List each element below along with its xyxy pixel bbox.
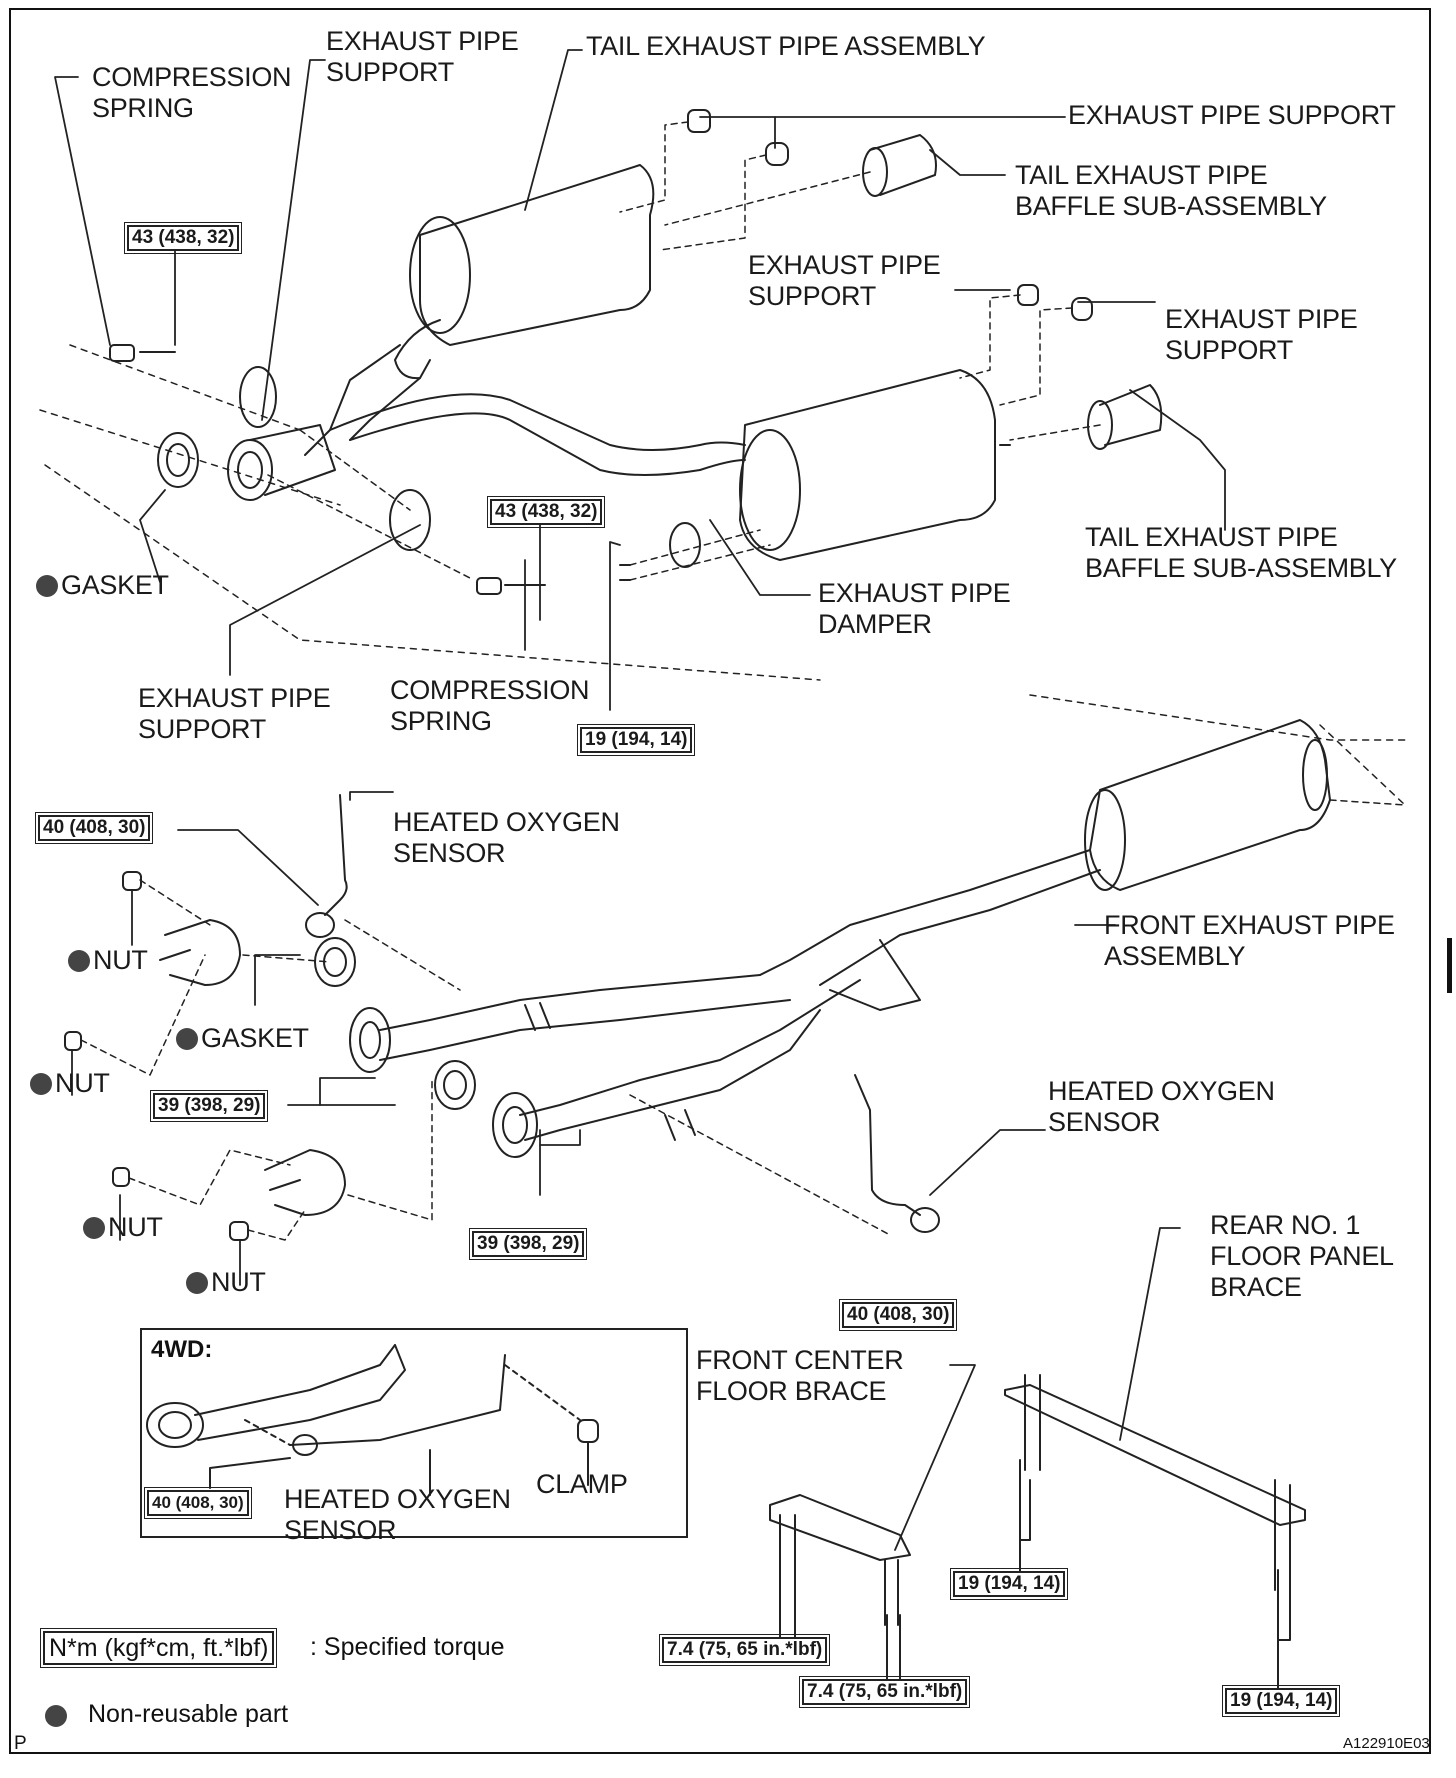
- label-tail-baffle-sub-assembly: TAIL EXHAUST PIPE BAFFLE SUB-ASSEMBLY: [1085, 522, 1397, 583]
- rear-floor-panel-brace: [1004, 1374, 1306, 1696]
- leader-lines: [54, 49, 1226, 711]
- torque-spec: 40 (408, 30): [144, 1487, 252, 1519]
- tail-baffles: [862, 134, 1163, 450]
- non-reusable-dot-icon: [186, 1272, 208, 1294]
- legend-torque-unit: N*m (kgf*cm, ft.*lbf): [39, 1628, 278, 1668]
- label-front-center-floor-brace: FRONT CENTER FLOOR BRACE: [696, 1345, 904, 1406]
- torque-spec: 7.4 (75, 65 in.*lbf): [798, 1676, 971, 1708]
- torque-spec: 40 (408, 30): [838, 1299, 958, 1331]
- inset-title: 4WD:: [151, 1336, 213, 1363]
- flange-upper: [157, 366, 431, 551]
- label-heated-oxygen-sensor: HEATED OXYGEN SENSOR: [393, 807, 620, 868]
- label-tail-exhaust-pipe-assembly: TAIL EXHAUST PIPE ASSEMBLY: [586, 31, 986, 61]
- label-rear-floor-panel-brace: REAR NO. 1 FLOOR PANEL BRACE: [1210, 1210, 1394, 1302]
- label-front-exhaust-pipe-assembly: FRONT EXHAUST PIPE ASSEMBLY: [1104, 910, 1395, 971]
- front-center-floor-brace: [769, 1494, 911, 1681]
- tail-muffler-upper: [304, 164, 701, 476]
- label-text: NUT: [55, 1068, 110, 1098]
- legend-torque-desc: : Specified torque: [310, 1633, 505, 1661]
- page-edge-mark: [1447, 938, 1452, 993]
- spring-bolts: [109, 344, 631, 595]
- label-text: GASKET: [201, 1023, 309, 1053]
- leader-lines-lower: [71, 791, 1181, 1551]
- tail-muffler-middle: [669, 369, 1011, 568]
- inset-4wd-box: [140, 1328, 688, 1538]
- label-text: NUT: [211, 1267, 266, 1297]
- label-nut: NUT: [30, 1068, 110, 1099]
- non-reusable-dot-icon: [68, 950, 90, 972]
- assembly-guides: [267, 121, 1101, 581]
- torque-spec: 43 (438, 32): [486, 496, 606, 528]
- label-text: NUT: [93, 945, 148, 975]
- figure-id: A122910E03: [1343, 1735, 1430, 1752]
- label-exhaust-pipe-support: EXHAUST PIPE SUPPORT: [1068, 100, 1396, 130]
- label-exhaust-pipe-support: EXHAUST PIPE SUPPORT: [1165, 304, 1358, 365]
- support-rubbers: [687, 109, 1093, 321]
- legend-non-reusable: Non-reusable part: [88, 1700, 289, 1728]
- nut-icons: [64, 871, 249, 1241]
- label-exhaust-pipe-support: EXHAUST PIPE SUPPORT: [138, 683, 331, 744]
- exhaust-manifolds: [159, 919, 346, 1216]
- torque-spec: 19 (194, 14): [1221, 1685, 1341, 1717]
- torque-spec: 39 (398, 29): [149, 1090, 269, 1122]
- label-gasket: GASKET: [36, 570, 169, 601]
- torque-spec: 43 (438, 32): [123, 222, 243, 254]
- label-exhaust-pipe-support: EXHAUST PIPE SUPPORT: [748, 250, 941, 311]
- label-gasket: GASKET: [176, 1023, 309, 1054]
- non-reusable-dot-icon: [176, 1028, 198, 1050]
- non-reusable-dot-icon: [30, 1073, 52, 1095]
- label-compression-spring: COMPRESSION SPRING: [92, 62, 292, 123]
- front-exhaust-pipe: [314, 719, 1331, 1158]
- non-reusable-dot-icon: [83, 1217, 105, 1239]
- label-exhaust-pipe-support: EXHAUST PIPE SUPPORT: [326, 26, 519, 87]
- label-heated-oxygen-sensor: HEATED OXYGEN SENSOR: [1048, 1076, 1275, 1137]
- non-reusable-dot-icon: [36, 575, 58, 597]
- label-nut: NUT: [186, 1267, 266, 1298]
- torque-spec: 19 (194, 14): [949, 1568, 1069, 1600]
- inset-4wd-pipe: [146, 1344, 599, 1496]
- torque-spec: 7.4 (75, 65 in.*lbf): [658, 1634, 831, 1666]
- label-text: NUT: [108, 1212, 163, 1242]
- label-exhaust-pipe-damper: EXHAUST PIPE DAMPER: [818, 578, 1011, 639]
- oxygen-sensors: [305, 794, 940, 1233]
- torque-spec: 40 (408, 30): [34, 812, 154, 844]
- label-clamp: CLAMP: [536, 1469, 628, 1499]
- label-heated-oxygen-sensor: HEATED OXYGEN SENSOR: [284, 1484, 511, 1545]
- torque-spec: 19 (194, 14): [576, 724, 696, 756]
- corner-mark: P: [14, 1733, 27, 1754]
- torque-spec: 39 (398, 29): [468, 1228, 588, 1260]
- label-text: GASKET: [61, 570, 169, 600]
- label-compression-spring: COMPRESSION SPRING: [390, 675, 590, 736]
- label-tail-baffle-sub-assembly: TAIL EXHAUST PIPE BAFFLE SUB-ASSEMBLY: [1015, 160, 1327, 221]
- label-nut: NUT: [68, 945, 148, 976]
- assembly-guides-lower: [80, 799, 1406, 1241]
- non-reusable-dot-icon: [45, 1705, 67, 1727]
- diagram-frame: [9, 8, 1431, 1754]
- label-nut: NUT: [83, 1212, 163, 1243]
